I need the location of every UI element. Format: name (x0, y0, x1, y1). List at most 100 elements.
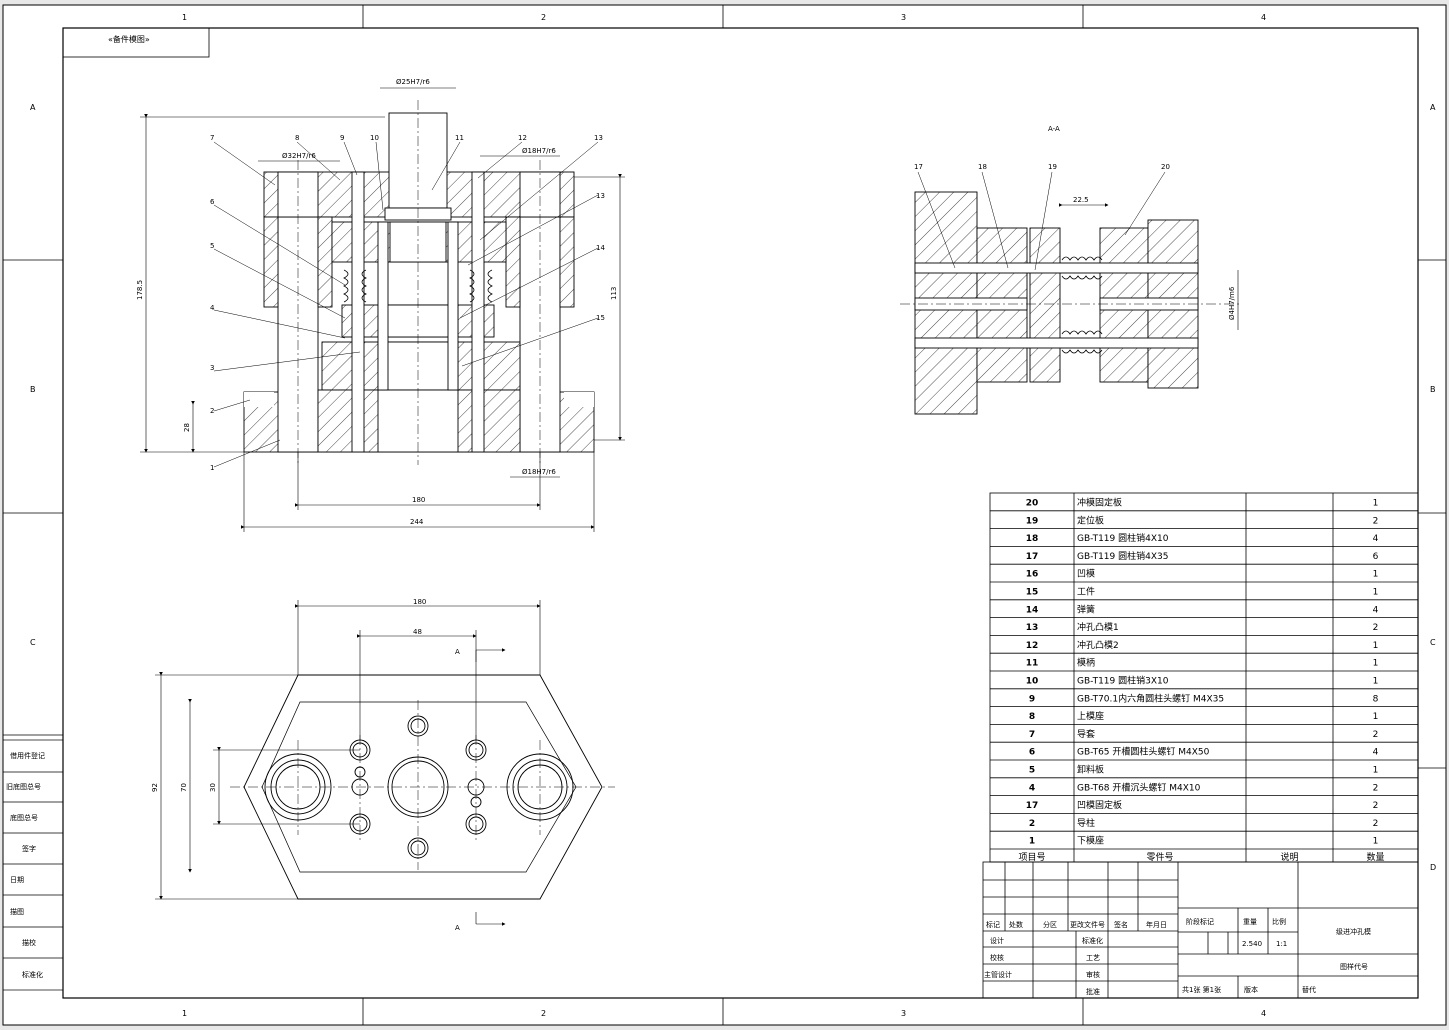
bom-row-name: 导套 (1077, 728, 1095, 740)
strip-label-0: 借用件登记 (10, 751, 45, 760)
section-callout-18: 18 (978, 163, 987, 171)
bom-row-no: 4 (1029, 783, 1035, 793)
bom-header-cell: 说明 (1280, 851, 1298, 863)
callout-7: 7 (210, 134, 214, 142)
section-leaders (917, 171, 1166, 271)
bom-row-name: GB-T119 圆柱销3X10 (1077, 675, 1169, 687)
version-label: 版本 (1244, 985, 1258, 994)
bom-row-name: 下模座 (1077, 835, 1104, 847)
zone-right-a: A (1430, 103, 1436, 112)
strip-label-6: 描校 (22, 938, 36, 947)
callout-1: 1 (210, 464, 214, 472)
bom-row-no: 5 (1029, 766, 1035, 776)
callout-4: 4 (210, 304, 215, 312)
title-block (982, 861, 1419, 999)
top-dim-center: 48 (413, 628, 422, 636)
top-view (155, 600, 615, 926)
bom-row-qty: 6 (1373, 552, 1379, 562)
section-title: A-A (1048, 125, 1060, 133)
dim-height-base: 28 (183, 423, 191, 432)
bom-row-name: 凹模 (1077, 569, 1095, 580)
bom-row-qty: 2 (1373, 623, 1379, 633)
callout-10: 10 (370, 134, 379, 142)
bom-row-no: 19 (1026, 516, 1039, 526)
bom-row-name: GB-T70.1内六角圆柱头螺钉 M4X35 (1077, 692, 1224, 704)
role-1: 校核 (990, 953, 1004, 962)
section-callout-17: 17 (914, 163, 923, 171)
bom-row-name: 上模座 (1077, 710, 1104, 722)
zone-top-2: 2 (541, 13, 546, 22)
bom-row-qty: 1 (1373, 677, 1379, 687)
zone-top-3: 3 (901, 13, 906, 22)
rev-h-5: 年月日 (1146, 920, 1167, 929)
bom-row-no: 14 (1026, 605, 1039, 615)
dim-left-dia: Ø32H7/r6 (282, 152, 316, 160)
bom-row-no: 6 (1029, 748, 1035, 758)
strip-label-7: 标准化 (22, 970, 43, 979)
bom-row-qty: 2 (1373, 516, 1379, 526)
top-dim-inner1: 70 (180, 783, 188, 792)
bom-row-name: GB-T119 圆柱销4X35 (1077, 550, 1168, 562)
front-view-dims (140, 87, 625, 532)
front-view-leaders (213, 141, 599, 468)
bom-row-qty: 4 (1373, 748, 1379, 758)
bom-row-no: 17 (1026, 801, 1039, 811)
strip-label-5: 描图 (10, 907, 24, 916)
section-callout-19: 19 (1048, 163, 1057, 171)
stage-label: 阶段标记 (1186, 917, 1214, 926)
bom-row-no: 10 (1026, 677, 1039, 687)
bom-row-no: 8 (1029, 712, 1035, 722)
rev-h-0: 标记 (986, 920, 1000, 929)
bom-row-no: 12 (1026, 641, 1039, 651)
zone-top-4: 4 (1261, 13, 1266, 22)
zone-bottom-2: 2 (541, 1009, 546, 1018)
role2-1: 工艺 (1086, 954, 1100, 962)
dim-height-right: 113 (610, 287, 618, 300)
bom-row-name: 冲孔凸模1 (1077, 621, 1119, 633)
stamp-text: «备件模图» (108, 34, 150, 44)
outer-frame (2, 4, 1447, 1026)
bom-row-name: GB-T119 圆柱销4X10 (1077, 532, 1169, 544)
rev-h-2: 分区 (1043, 920, 1057, 929)
replace-label: 替代 (1302, 985, 1316, 994)
rev-h-3: 更改文件号 (1070, 920, 1105, 929)
bom-row-qty: 2 (1373, 730, 1379, 740)
bom-row-qty: 2 (1373, 783, 1379, 793)
bom-row-name: 冲模固定板 (1077, 497, 1122, 509)
zone-right-b: B (1430, 385, 1436, 394)
bom-row-name: GB-T65 开槽圆柱头螺钉 M4X50 (1077, 746, 1210, 758)
callout-12: 12 (518, 134, 527, 142)
top-dim-height: 92 (151, 783, 159, 792)
role-2: 主管设计 (984, 970, 1012, 979)
bom-row-qty: 1 (1373, 766, 1379, 776)
strip-label-3: 签字 (22, 844, 36, 853)
scale-value: 1:1 (1276, 940, 1287, 948)
section-view (900, 191, 1240, 415)
strip-label-4: 日期 (10, 876, 24, 884)
bom-row-no: 13 (1026, 623, 1039, 633)
drawing-title: 级进冲孔模 (1336, 927, 1371, 936)
front-view (243, 100, 595, 465)
bom-header-cell: 数量 (1366, 851, 1384, 863)
dim-height-total: 178.5 (136, 280, 144, 300)
bom-row-qty: 4 (1373, 534, 1379, 544)
bom-header-cell: 零件号 (1146, 851, 1173, 863)
bom-row-no: 17 (1026, 552, 1039, 562)
section-callout-20: 20 (1161, 163, 1170, 171)
dim-right-dia: Ø18H7/r6 (522, 147, 556, 155)
zone-bottom-1: 1 (182, 1009, 187, 1018)
bom-row-name: 凹模固定板 (1077, 799, 1122, 811)
callout-15: 15 (596, 314, 605, 322)
zone-bottom-4: 4 (1261, 1009, 1266, 1018)
dim-width-outer: 244 (410, 518, 424, 526)
weight-label: 重量 (1243, 918, 1257, 926)
strip-label-1: 旧底图总号 (6, 782, 41, 791)
section-mark-top: A (455, 648, 460, 656)
stamp-box (62, 27, 210, 58)
left-strip (2, 739, 64, 991)
bom-row-name: 卸料板 (1077, 764, 1104, 776)
zone-right-d: D (1430, 863, 1436, 872)
zone-left-a: A (30, 103, 36, 112)
section-dim-gap: 22.5 (1073, 196, 1089, 204)
weight-value: 2.540 (1242, 940, 1262, 948)
